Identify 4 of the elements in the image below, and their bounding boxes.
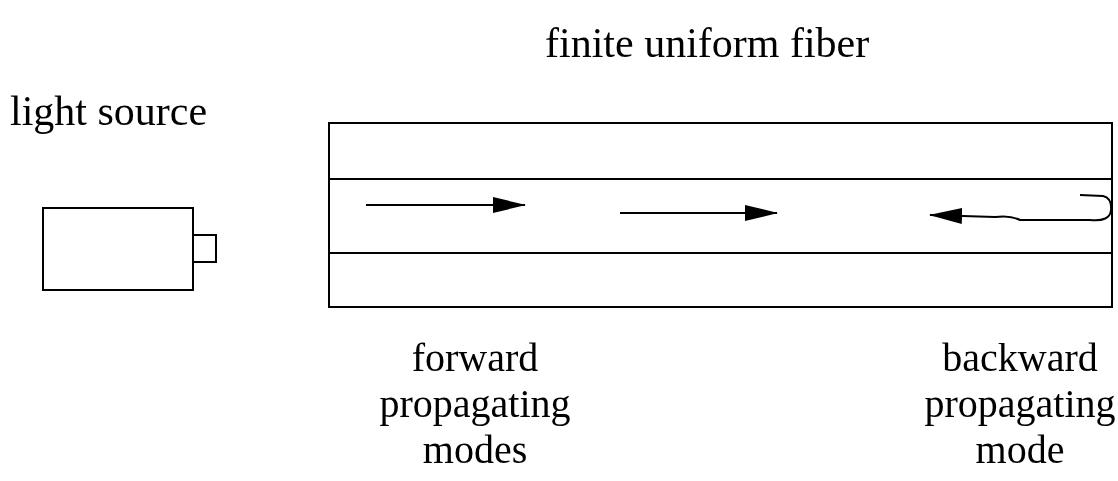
mode-label: backward propagating mode bbox=[923, 335, 1117, 473]
node-heading: finite uniform fiber bbox=[545, 20, 870, 66]
mode-label: forward propagating modes bbox=[378, 335, 572, 473]
node-heading: light source bbox=[10, 88, 208, 134]
